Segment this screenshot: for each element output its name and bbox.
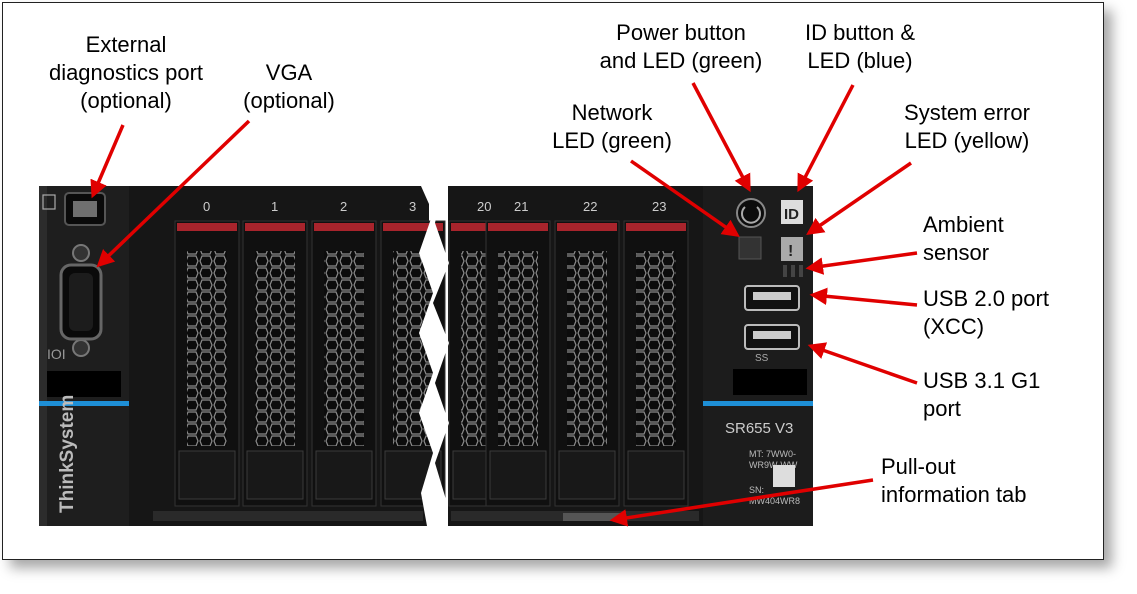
drive-bay-0: 0 [174, 199, 240, 507]
bay-number: 20 [477, 199, 491, 214]
label-ambient-sensor: Ambient sensor [923, 212, 1004, 265]
network-led-icon [738, 236, 762, 260]
ambient-sensor-icon [783, 265, 803, 277]
arrow-system-error [806, 161, 912, 235]
drive-bay-21: 21 [485, 199, 551, 507]
label-external-diagnostics: External diagnostics port (optional) [48, 32, 204, 113]
drive-bay-22: 22 [554, 199, 620, 507]
bay-number: 2 [340, 199, 347, 214]
qr-code-icon [773, 465, 795, 487]
label-system-error: System error LED (yellow) [904, 100, 1030, 153]
right-ear: ID ! SS SR655 V3 MT: 7WW0-WR9W-WW [703, 186, 813, 526]
diagnostics-port-icon [42, 192, 106, 226]
left-ear: IOI ThinkSystem [39, 186, 129, 526]
label-vga: VGA (optional) [243, 60, 335, 113]
system-error-led-icon [781, 237, 803, 261]
label-usb3: USB 3.1 G1 port [923, 368, 1041, 421]
callout-arrows [90, 82, 918, 527]
drive-latch [488, 223, 548, 231]
label-usb2: USB 2.0 port (XCC) [923, 286, 1049, 339]
arrow-diag-port [90, 124, 125, 199]
arrow-usb3 [807, 342, 918, 385]
svg-text:!: ! [788, 243, 793, 260]
drive-latch [626, 223, 686, 231]
id-button-icon [781, 200, 803, 224]
bay-number: 1 [271, 199, 278, 214]
arrow-network-led [629, 159, 740, 238]
label-power-button: Power button and LED (green) [599, 20, 763, 73]
label-id-button: ID button & LED (blue) [804, 20, 916, 73]
pullout-tab [563, 513, 623, 521]
svg-text:SS: SS [755, 353, 769, 364]
arrow-id-button [797, 84, 855, 193]
svg-text:ID: ID [784, 206, 799, 223]
label-network-led: Network LED (green) [552, 100, 672, 153]
bay-number: 23 [652, 199, 666, 214]
arrow-power-button [691, 82, 751, 193]
arrow-ambient-sensor [805, 251, 918, 275]
arrow-usb2 [809, 287, 918, 307]
drive-latch [383, 223, 443, 231]
bay-number: 22 [583, 199, 597, 214]
drive-latch [557, 223, 617, 231]
arrow-vga [96, 119, 251, 268]
label-pullout-tab: Pull-out information tab [881, 454, 1027, 507]
blue-strip [39, 401, 129, 406]
drive-latch [451, 223, 511, 231]
usb2-port-icon [744, 285, 800, 311]
drive-bay-1: 1 [242, 199, 308, 507]
drive-latch [245, 223, 305, 231]
model-label: SR655 V3 [725, 420, 793, 437]
bay-number: 21 [514, 199, 528, 214]
svg-text:IOI: IOI [47, 346, 66, 362]
drive-bay-23: 23 [623, 199, 689, 507]
sn-label: SN:MW404WR8 [749, 485, 800, 506]
bay-number: 0 [203, 199, 210, 214]
vga-port-icon [59, 244, 103, 357]
torn-gap [419, 186, 449, 526]
bay-number: 3 [409, 199, 416, 214]
usb3-port-icon: SS [744, 324, 800, 364]
arrow-pullout-tab [609, 478, 874, 527]
drive-bay-2: 2 [311, 199, 377, 507]
brand-text: ThinkSystem [57, 395, 78, 513]
drive-latch [314, 223, 374, 231]
drive-latch [177, 223, 237, 231]
